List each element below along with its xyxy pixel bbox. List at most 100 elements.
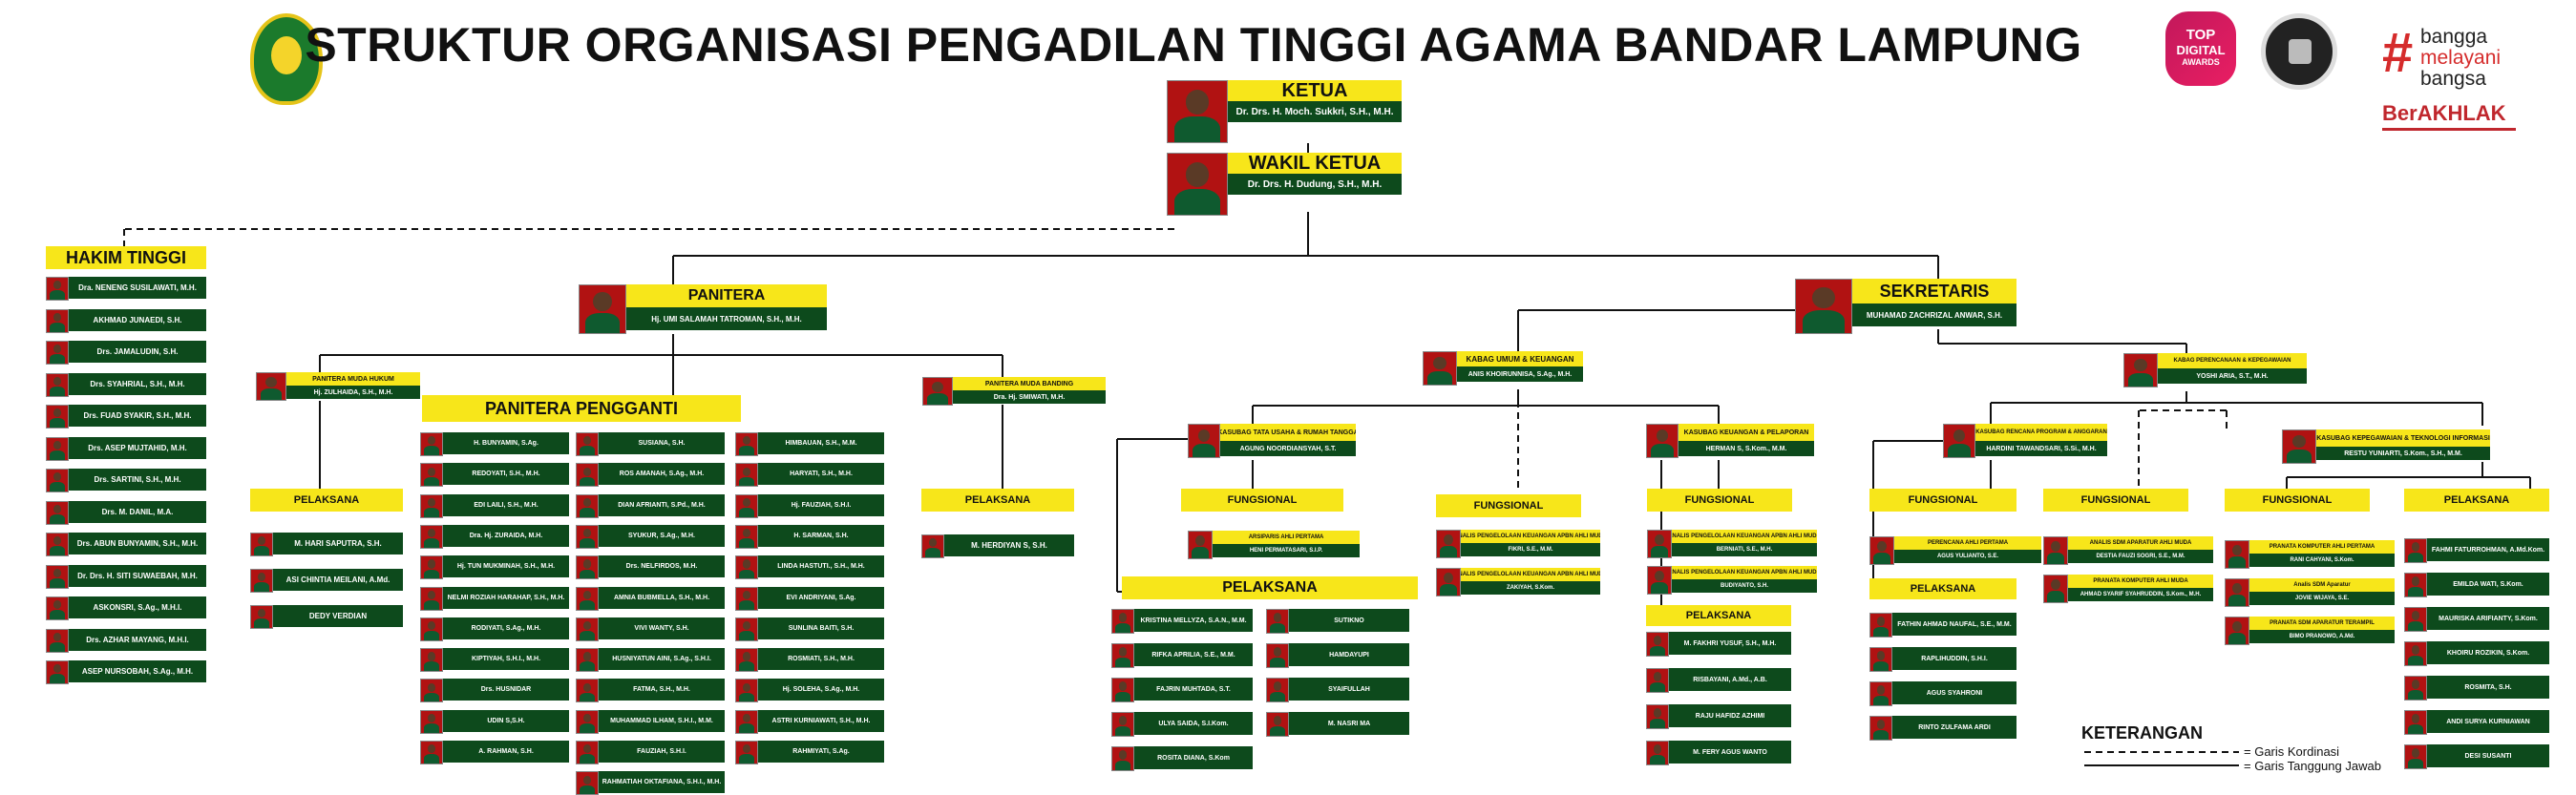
kepeg-pelaksana-item-photo: [2404, 573, 2427, 597]
photo-head: [53, 281, 62, 290]
photo-head: [582, 497, 592, 507]
photo-body: [49, 418, 66, 428]
photo-head: [53, 440, 62, 450]
photo-body: [1650, 443, 1675, 457]
panitera-pengganti-item-photo: [735, 679, 758, 703]
hakim-tinggi-item: ASEP NURSOBAH, S.Ag., M.H.: [69, 660, 206, 682]
photo-body: [1872, 626, 1890, 637]
photo-body: [1649, 754, 1666, 764]
keuangan-fungsional-item-title: ANALIS PENGELOLAAN KEUANGAN APBN AHLI MU…: [1672, 566, 1817, 579]
photo-head: [53, 632, 62, 641]
panitera-pengganti-item-photo: [735, 524, 758, 549]
photo-body: [1872, 553, 1891, 564]
photo-body: [423, 507, 440, 517]
photo-head: [1655, 570, 1664, 582]
panitera-pengganti-item-photo: [735, 463, 758, 488]
tu-pelaksana-item-photo: [1266, 643, 1289, 668]
ketua-title: KETUA: [1228, 80, 1402, 101]
keuangan-fungsional-item-name: BERNIATI, S.E., M.H.: [1672, 543, 1817, 556]
hakim-tinggi-item-photo: [46, 564, 69, 589]
photo-body: [1649, 681, 1666, 692]
kasubag-kepegawaian-name: RESTU YUNIARTI, S.Kom., S.H., M.M.: [2316, 447, 2490, 460]
tu-pelaksana-item: FAJRIN MUHTADA, S.T.: [1134, 678, 1253, 701]
photo-head: [53, 536, 62, 546]
photo-head: [582, 744, 592, 754]
photo-body: [579, 599, 596, 610]
panitera-pengganti-item-photo: [735, 555, 758, 580]
top-digital-line1: TOP: [2185, 27, 2216, 43]
panitera-banding-pelaksana-item-photo: [921, 534, 944, 558]
panitera-pengganti-item-photo: [420, 555, 443, 580]
photo-head: [427, 467, 436, 476]
panitera-pengganti-item-photo: [576, 586, 599, 611]
panitera-pengganti-item: Hj. FAUZIAH, S.H.I.: [758, 493, 884, 516]
photo-body: [579, 661, 596, 672]
hakim-tinggi-item-photo: [46, 341, 69, 365]
panitera-hukum-pelaksana-item: DEDY VERDIAN: [273, 605, 403, 627]
photo-head: [1653, 636, 1662, 645]
rencana-pelaksana-item-photo: [1869, 647, 1892, 672]
photo-body: [1649, 718, 1666, 728]
hakim-tinggi-item-photo: [46, 308, 69, 333]
panitera-pengganti-item: DIAN AFRIANTI, S.Pd., M.H.: [599, 493, 725, 516]
panitera-name: Hj. UMI SALAMAH TATROMAN, S.H., M.H.: [626, 307, 827, 330]
photo-body: [2046, 553, 2065, 564]
hakim-tinggi-item-photo: [46, 596, 69, 620]
photo-head: [582, 559, 592, 569]
kepeg-fungsional-item-title: PRANATA SDM APARATUR TERAMPIL: [2249, 617, 2395, 630]
kasubag-keuangan-name: HERMAN S, S.Kom., M.M.: [1679, 441, 1814, 456]
photo-body: [1191, 547, 1210, 558]
photo-body: [1439, 546, 1458, 557]
photo-head: [2232, 544, 2242, 556]
bangga-text: bangga: [2420, 26, 2488, 48]
bangsa-text: bangsa: [2420, 68, 2486, 90]
photo-body: [49, 610, 66, 619]
photo-body: [1269, 725, 1286, 736]
photo-body: [49, 577, 66, 588]
photo-head: [427, 652, 436, 661]
photo-body: [253, 618, 270, 628]
photo-head: [1876, 651, 1886, 660]
photo-body: [1872, 729, 1890, 740]
keuangan-pelaksana-item: RISBAYANI, A.Md., A.B.: [1669, 668, 1791, 691]
photo-head: [1273, 716, 1282, 725]
kepeg-fungsional-item-name: RANI CAHYANI, S.Kom.: [2249, 554, 2395, 567]
photo-head: [593, 292, 612, 311]
photo-body: [2407, 620, 2424, 631]
mid2-fungsional-item-name: DESTIA FAUZI SOGRI, S.E., M.M.: [2068, 550, 2213, 563]
photo-body: [49, 641, 66, 652]
rencana-fungsional-title: FUNGSIONAL: [1869, 489, 2016, 512]
photo-body: [579, 446, 596, 455]
photo-body: [2407, 723, 2424, 734]
tu-pelaksana-item: M. NASRI MA: [1289, 712, 1409, 735]
top-digital-line2: DIGITAL: [2176, 43, 2226, 57]
mid2-fungsional-item-title: ANALIS SDM APARATUR AHLI MUDA: [2068, 536, 2213, 550]
panitera-pengganti-item-photo: [576, 493, 599, 518]
photo-body: [738, 723, 755, 733]
photo-head: [1273, 647, 1282, 657]
photo-head: [1195, 534, 1205, 547]
kasubag-rencana-title: KASUBAG RENCANA PROGRAM & ANGGARAN: [1975, 424, 2107, 441]
photo-body: [1802, 310, 1846, 333]
photo-body: [1114, 691, 1131, 701]
photo-body: [2228, 595, 2247, 606]
rencana-pelaksana-title: PELAKSANA: [1869, 578, 2016, 599]
panitera-pengganti-item-photo: [735, 586, 758, 611]
panitera-pengganti-item: RAHMATIAH OKTAFIANA, S.H.I., M.H.: [599, 771, 725, 794]
panitera-pengganti-item: FAUZIAH, S.H.I.: [599, 741, 725, 763]
panitera-pengganti-item: REDOYATI, S.H., M.H.: [443, 463, 569, 486]
photo-body: [2228, 633, 2247, 644]
photo-head: [582, 621, 592, 631]
kepeg-fungsional-item-name: JOVIE WIJAYA, S.E.: [2249, 592, 2395, 605]
panitera-pengganti-item-photo: [576, 524, 599, 549]
photo-head: [582, 682, 592, 692]
kabag-umum-name: ANIS KHOIRUNNISA, S.Ag., M.H.: [1457, 366, 1583, 382]
photo-body: [2407, 552, 2424, 562]
photo-head: [1118, 681, 1128, 691]
umum-fungsional-item-name: ZAKIYAH, S.Kom.: [1461, 581, 1600, 595]
photo-body: [924, 548, 941, 557]
photo-head: [53, 568, 62, 577]
photo-head: [427, 621, 436, 631]
keuangan-pelaksana-item: M. FERY AGUS WANTO: [1669, 741, 1791, 764]
